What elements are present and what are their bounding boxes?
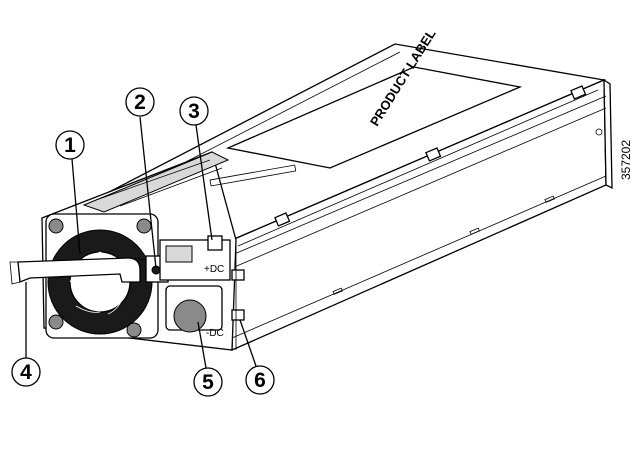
- svg-text:1: 1: [64, 134, 76, 157]
- svg-text:6: 6: [254, 369, 266, 392]
- screw-icon: [48, 218, 64, 234]
- svg-text:3: 3: [188, 100, 200, 123]
- dc-connector: [173, 299, 207, 333]
- figure-id: 357202: [619, 140, 633, 180]
- callout-1: 1: [55, 130, 85, 160]
- callout-6: 6: [245, 365, 275, 395]
- screw-icon: [126, 322, 142, 338]
- leader-lines: [25, 116, 257, 369]
- svg-text:5: 5: [202, 371, 214, 394]
- callout-3: 3: [179, 96, 209, 126]
- negative-dc-label: -DC: [206, 328, 224, 339]
- svg-text:4: 4: [20, 361, 32, 384]
- screw-icon: [136, 218, 152, 234]
- callout-5: 5: [193, 367, 223, 397]
- callout-2: 2: [125, 87, 155, 117]
- callout-4: 4: [11, 357, 41, 387]
- psu-front-end: +DC -DC: [9, 151, 297, 351]
- svg-text:2: 2: [134, 91, 146, 114]
- screw-icon: [48, 314, 64, 330]
- positive-dc-label: +DC: [204, 264, 224, 275]
